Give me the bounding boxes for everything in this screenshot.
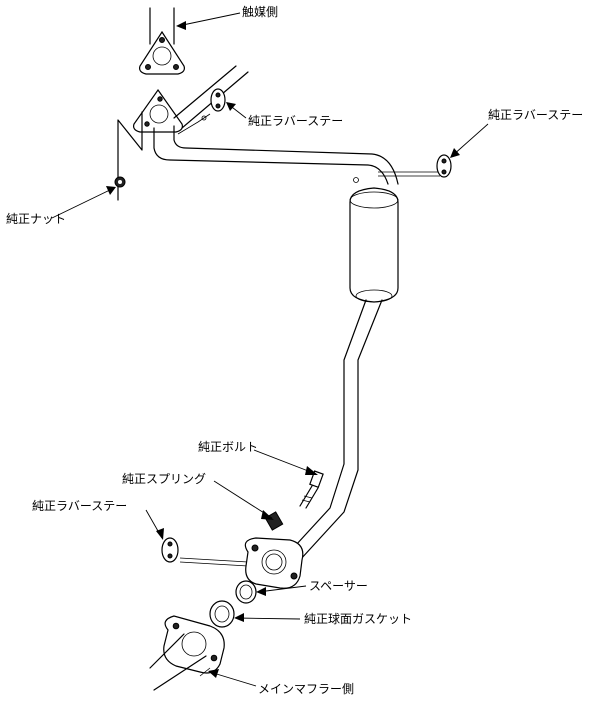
nut bbox=[114, 176, 126, 188]
label-catalyst-side: 触媒側 bbox=[242, 5, 279, 19]
catalyst-flange bbox=[139, 30, 185, 75]
mount-bracket bbox=[117, 111, 143, 201]
leader-spring bbox=[213, 480, 274, 520]
label-gasket: 純正球面ガスケット bbox=[304, 612, 413, 626]
main-muffler-pipe bbox=[149, 633, 211, 691]
leader-bolt bbox=[253, 449, 318, 475]
leader-spacer bbox=[256, 585, 307, 596]
label-rubber-stay-right: 純正ラバーステー bbox=[488, 108, 584, 122]
label-rubber-stay-top: 純正ラバーステー bbox=[248, 114, 344, 128]
label-rubber-stay-left: 純正ラバーステー bbox=[32, 499, 128, 513]
leader-catalyst bbox=[176, 12, 241, 30]
leader-stay-right bbox=[450, 123, 489, 158]
main-muffler-flange bbox=[163, 615, 225, 674]
leader-stay-left bbox=[145, 509, 164, 540]
front-pipe bbox=[153, 65, 440, 185]
catalyst-pipe bbox=[149, 7, 175, 45]
rubber-stay-right bbox=[436, 154, 452, 178]
spherical-gasket bbox=[209, 600, 235, 628]
front-flange bbox=[133, 88, 183, 133]
rubber-stay-top bbox=[210, 88, 226, 112]
leader-stay-top bbox=[226, 102, 247, 119]
spacer bbox=[235, 580, 257, 604]
label-main-muffler-side: メインマフラー側 bbox=[258, 682, 355, 696]
leader-gasket bbox=[234, 613, 301, 622]
rubber-stay-left bbox=[161, 537, 249, 567]
label-spacer: スペーサー bbox=[309, 579, 368, 593]
bolt bbox=[299, 470, 324, 509]
label-bolt: 純正ボルト bbox=[198, 440, 259, 454]
leader-nut bbox=[51, 186, 116, 219]
center-muffler bbox=[349, 187, 399, 303]
rear-pipe bbox=[283, 299, 383, 561]
leader-main-muffler bbox=[208, 669, 257, 687]
label-nut: 純正ナット bbox=[6, 212, 67, 226]
label-spring: 純正スプリング bbox=[122, 472, 207, 486]
rear-flange bbox=[244, 537, 304, 589]
